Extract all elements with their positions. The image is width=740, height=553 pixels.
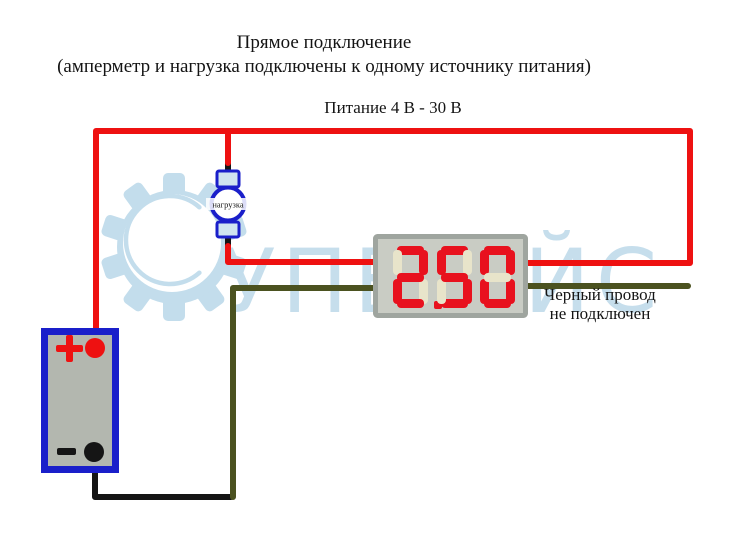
battery: [41, 328, 119, 473]
segment-e: [393, 279, 402, 304]
segment-d: [441, 299, 468, 308]
display-digit: [437, 246, 472, 308]
note-line-1: Черный провод: [544, 285, 656, 304]
load-label-background: [206, 198, 250, 210]
watermark-letter-c: [123, 193, 202, 287]
segment-a: [397, 246, 424, 255]
ammeter-power-wire-black-olive: [230, 285, 377, 500]
segment-c: [419, 279, 428, 304]
segment-d: [484, 299, 511, 308]
note-line-2: не подключен: [549, 304, 651, 323]
segment-c: [463, 279, 472, 304]
segment-g: [484, 272, 511, 282]
segment-b: [506, 250, 515, 275]
segment-g: [397, 272, 424, 282]
diagram-title: Прямое подключение: [236, 32, 412, 53]
diagram-subtitle: (амперметр и нагрузка подключены к одном…: [57, 56, 591, 77]
load-terminal-bottom: [215, 220, 241, 239]
load-label: нагрузка: [212, 200, 244, 210]
ammeter-display-value: [378, 239, 523, 313]
diagram-title-block: Прямое подключение (амперметр и нагрузка…: [0, 31, 648, 79]
segment-b: [463, 250, 472, 275]
segment-e: [480, 279, 489, 304]
segment-a: [441, 246, 468, 255]
load-branch-wire-red-bottom: [225, 243, 377, 265]
battery-positive-terminal: [85, 338, 105, 358]
power-wire-red-main: [93, 128, 693, 347]
segment-f: [393, 250, 402, 275]
display-digit: [393, 246, 428, 308]
load-terminal-top: [215, 169, 241, 189]
segment-f: [437, 250, 446, 275]
segment-c: [506, 279, 515, 304]
battery-negative-terminal: [84, 442, 104, 462]
battery-body: [41, 328, 119, 473]
gear-hole: [123, 194, 221, 292]
segment-e: [437, 279, 446, 304]
watermark-text-right: ЙС: [524, 230, 663, 333]
load-symbol: нагрузка: [206, 169, 250, 239]
display-decimal-point: [434, 301, 442, 309]
unconnected-wire-note: Черный провод не подключен: [510, 285, 690, 323]
segment-b: [419, 250, 428, 275]
segment-a: [484, 246, 511, 255]
power-supply-label: Питание 4 В - 30 В: [324, 98, 462, 117]
segment-g: [441, 272, 468, 282]
battery-minus-symbol: [57, 448, 76, 455]
display-digit: [480, 246, 515, 308]
watermark-logo: УПЕ ЙС: [101, 173, 663, 333]
segment-f: [480, 250, 489, 275]
segment-d: [397, 299, 424, 308]
battery-plus-symbol-bar: [66, 335, 73, 362]
